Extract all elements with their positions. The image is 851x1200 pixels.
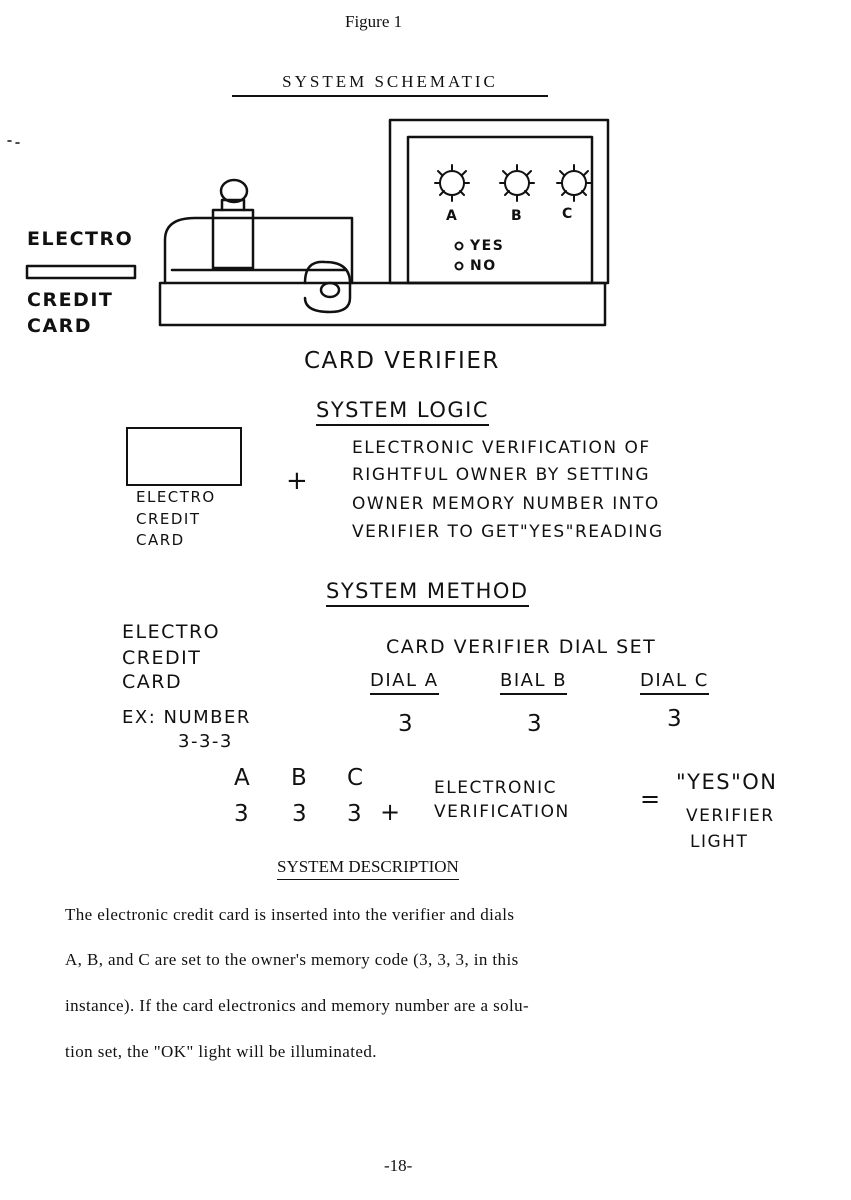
system-description-title-text: SYSTEM DESCRIPTION xyxy=(277,857,459,876)
equation-value-c: 3 xyxy=(347,801,364,827)
yes-indicator-label: YES xyxy=(470,238,505,254)
card-verifier-caption: CARD VERIFIER xyxy=(304,348,500,374)
dial-a-value: 3 xyxy=(398,711,415,737)
verifier-schematic xyxy=(7,118,610,327)
dial-b-icon xyxy=(499,164,535,202)
no-light-icon xyxy=(454,261,464,271)
card-handle xyxy=(219,178,249,204)
equation-value-a: 3 xyxy=(234,801,251,827)
equation-value-b: 3 xyxy=(292,801,309,827)
dial-c-icon xyxy=(556,164,592,202)
verifier-cabinet-outer xyxy=(388,118,610,285)
no-indicator-label: NO xyxy=(470,258,497,274)
logic-text-line-2: RIGHTFUL OWNER BY SETTING xyxy=(352,465,651,485)
example-label: EX: NUMBER xyxy=(122,707,251,728)
description-line-1: The electronic credit card is inserted i… xyxy=(65,905,515,924)
logic-card-label-3: CARD xyxy=(136,531,185,549)
schematic-card-label-line1: CREDIT xyxy=(27,289,114,311)
logic-plus-sign: + xyxy=(286,466,310,496)
dial-b-header: BIAL B xyxy=(500,670,568,695)
equation-letter-c: C xyxy=(347,765,365,791)
dial-a-header: DIAL A xyxy=(370,670,439,695)
schematic-card-label-line2: CARD xyxy=(27,315,93,337)
logic-text-line-4: VERIFIER TO GET"YES"READING xyxy=(352,522,664,542)
dial-set-heading: CARD VERIFIER DIAL SET xyxy=(386,636,657,658)
system-description-title: SYSTEM DESCRIPTION xyxy=(277,857,459,880)
equation-plus-sign: + xyxy=(380,798,402,826)
credit-card-icon xyxy=(25,264,137,280)
schematic-title-text: SYSTEM SCHEMATIC xyxy=(282,72,498,91)
logic-text-line-1: ELECTRONIC VERIFICATION OF xyxy=(352,438,651,458)
verifier-cabinet-inner xyxy=(406,135,594,285)
system-method-title: SYSTEM METHOD xyxy=(326,579,529,607)
dial-c-value: 3 xyxy=(667,706,684,732)
system-logic-title: SYSTEM LOGIC xyxy=(316,398,489,426)
equation-result-line-1: "YES"ON xyxy=(676,770,778,794)
equation-term-line-1: ELECTRONIC xyxy=(434,778,558,798)
dial-a-letter: A xyxy=(446,208,459,224)
equation-term-line-2: VERIFICATION xyxy=(434,802,570,822)
description-line-3: instance). If the card electronics and m… xyxy=(65,996,530,1015)
method-card-label-1: ELECTRO xyxy=(122,621,221,643)
inserted-card xyxy=(211,208,255,270)
description-line-2: A, B, and C are set to the owner's memor… xyxy=(65,950,519,969)
equation-letter-b: B xyxy=(291,765,309,791)
method-card-label-3: CARD xyxy=(122,671,183,693)
yes-light-icon xyxy=(454,241,464,251)
schematic-card-label-top: ELECTRO xyxy=(27,228,134,250)
description-line-4: tion set, the "OK" light will be illumin… xyxy=(65,1042,377,1061)
equation-result-line-2: VERIFIER xyxy=(686,806,775,826)
card-slot-housing xyxy=(163,216,354,285)
dial-c-header: DIAL C xyxy=(640,670,709,695)
method-card-label-2: CREDIT xyxy=(122,647,202,669)
dial-b-value: 3 xyxy=(527,711,544,737)
dial-c-letter: C xyxy=(562,206,574,222)
equation-result-line-3: LIGHT xyxy=(690,832,749,852)
verifier-base xyxy=(158,281,607,327)
logic-card-label-2: CREDIT xyxy=(136,510,201,528)
roller-housing xyxy=(303,260,352,314)
equation-equals-sign: = xyxy=(640,785,662,813)
schematic-title: SYSTEM SCHEMATIC xyxy=(232,72,548,97)
logic-card-box xyxy=(126,427,242,486)
figure-label: Figure 1 xyxy=(345,12,403,31)
page-number: -18- xyxy=(384,1156,413,1175)
dial-a-icon xyxy=(434,164,470,202)
dial-b-letter: B xyxy=(511,208,524,224)
logic-text-line-3: OWNER MEMORY NUMBER INTO xyxy=(352,494,660,514)
example-number: 3-3-3 xyxy=(178,731,233,752)
equation-letter-a: A xyxy=(234,765,252,791)
logic-card-label-1: ELECTRO xyxy=(136,488,216,506)
